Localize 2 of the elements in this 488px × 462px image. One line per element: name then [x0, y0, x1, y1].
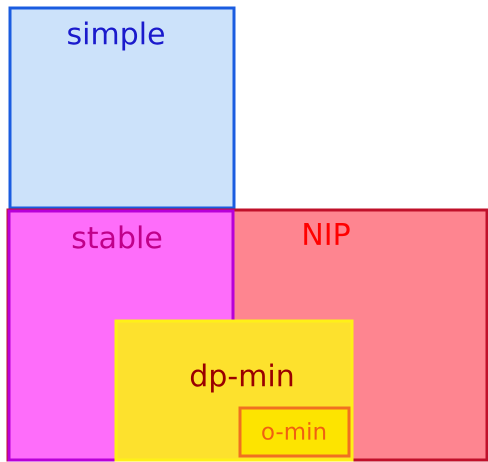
set-box: simple	[8, 6, 236, 210]
set-box: o-min	[238, 406, 350, 458]
